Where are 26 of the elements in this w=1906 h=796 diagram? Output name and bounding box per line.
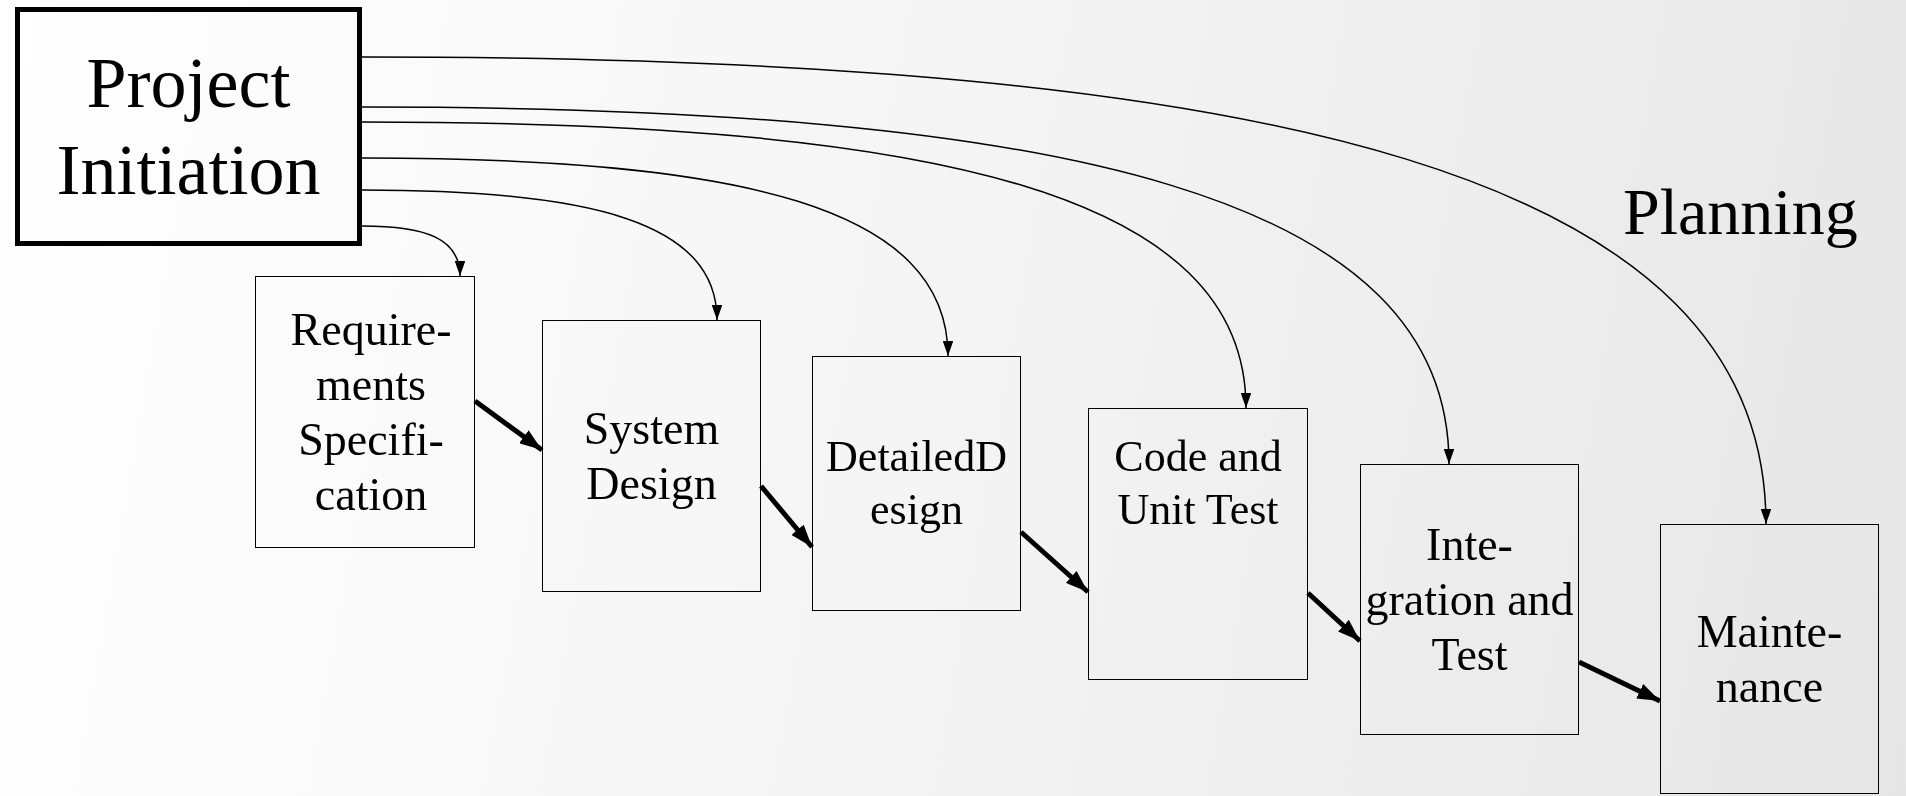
arrow [361, 157, 952, 357]
arrow [361, 225, 465, 277]
box-label: Project Initiation [55, 42, 322, 212]
process-box [1660, 524, 1879, 794]
process-box [542, 320, 761, 592]
start-box [15, 7, 362, 246]
arrow [361, 106, 1453, 465]
arrow [1306, 591, 1362, 643]
box-label: Code and Unit Test [1113, 431, 1283, 536]
process-box [1088, 408, 1308, 680]
process-box [1360, 464, 1579, 735]
box-label: DetailedD esign [825, 430, 1008, 536]
arrow [361, 121, 1250, 409]
arrow [759, 484, 814, 549]
box-label: Require- ments Specifi- cation [289, 302, 453, 523]
arrow [1019, 530, 1090, 594]
box-label: Mainte- nance [1695, 604, 1844, 714]
process-box [812, 356, 1021, 611]
box-label: Inte- gration and Test [1364, 517, 1575, 683]
stage-label: Planning [1623, 174, 1858, 250]
box-label: System Design [582, 401, 721, 511]
arrow [361, 56, 1770, 525]
arrow [1577, 659, 1662, 704]
arrow [473, 399, 544, 452]
process-box [255, 276, 475, 548]
arrow [361, 189, 721, 321]
